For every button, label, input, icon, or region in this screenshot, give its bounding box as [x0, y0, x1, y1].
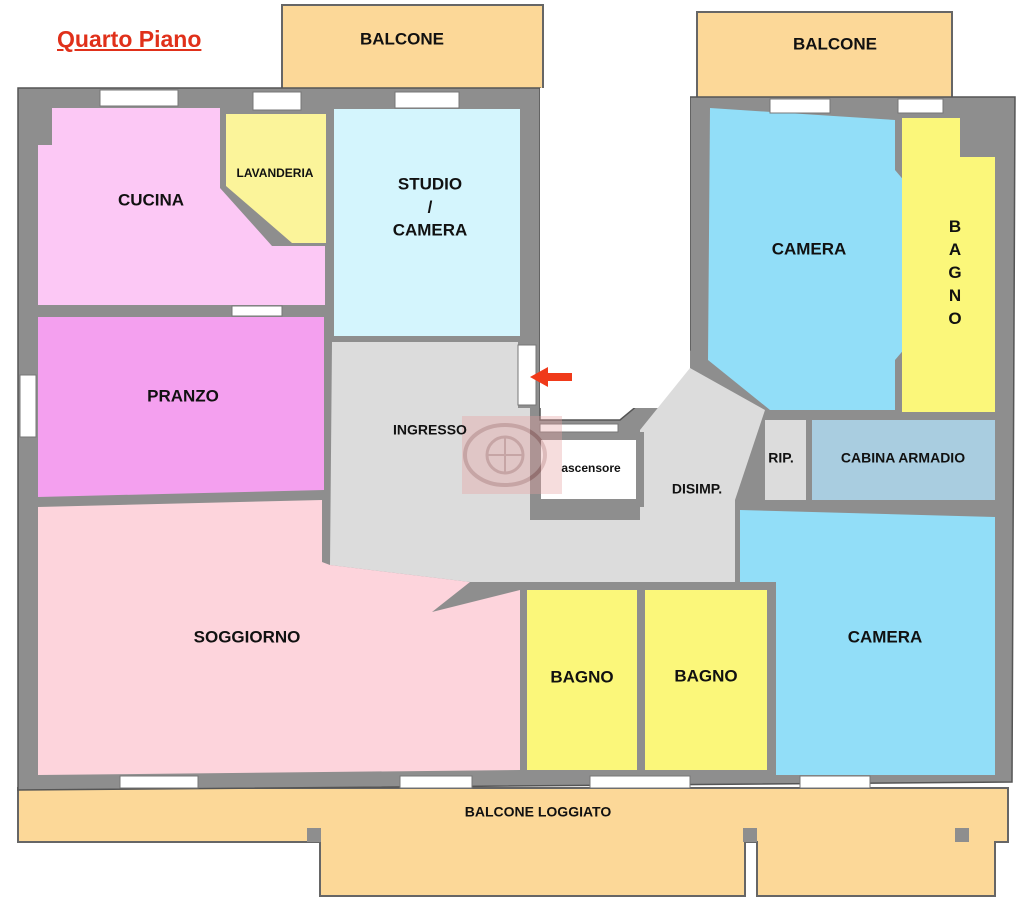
pillar	[955, 828, 969, 842]
label-bagno-right: B A G N O	[945, 215, 965, 330]
letter: G	[948, 263, 962, 282]
label-studio-3: CAMERA	[392, 220, 468, 240]
windows	[19, 89, 944, 789]
label-balcone-top-right: BALCONE	[792, 34, 878, 54]
room-disimp	[640, 368, 765, 582]
room-pranzo	[38, 317, 324, 497]
balcony-top-right	[696, 11, 953, 101]
room-camera-bottom	[740, 510, 995, 775]
pillar	[307, 828, 321, 842]
label-cabina-armadio: CABINA ARMADIO	[840, 449, 966, 466]
label-ascensore: ascensore	[561, 460, 621, 475]
pillar	[743, 828, 757, 842]
label-cucina: CUCINA	[117, 190, 185, 210]
room-rip	[765, 420, 806, 500]
label-pranzo: PRANZO	[147, 386, 219, 406]
label-studio-1: STUDIO	[397, 174, 463, 194]
label-lavanderia: LAVANDERIA	[236, 165, 314, 180]
label-studio-2: /	[427, 197, 433, 217]
room-soggiorno	[38, 500, 520, 775]
room-bagno-2	[645, 590, 767, 770]
room-lavanderia	[226, 114, 326, 243]
label-bagno-1: BAGNO	[550, 667, 614, 687]
room-cucina	[38, 108, 325, 305]
room-camera-top	[708, 108, 912, 410]
room-ascensore	[533, 432, 644, 507]
balcony-top-left	[281, 4, 544, 94]
area-corridor-gap	[540, 88, 690, 408]
letter: O	[948, 309, 962, 328]
label-bagno-2: BAGNO	[674, 666, 738, 686]
label-ingresso: INGRESSO	[393, 421, 467, 438]
label-disimp: DISIMP.	[671, 480, 723, 497]
label-soggiorno: SOGGIORNO	[193, 627, 301, 647]
entrance-arrow-icon	[530, 367, 572, 387]
room-bagno-right	[902, 118, 995, 412]
letter: N	[948, 286, 962, 305]
label-camera-bottom: CAMERA	[847, 627, 923, 647]
letter: A	[948, 240, 962, 259]
room-cabina-armadio	[812, 420, 995, 500]
label-balcone-top-left: BALCONE	[359, 29, 445, 49]
agency-logo-watermark	[462, 416, 562, 494]
room-ingresso	[330, 342, 640, 582]
letter: B	[948, 217, 962, 236]
room-bagno-1	[527, 590, 637, 770]
label-camera-top: CAMERA	[771, 239, 847, 259]
label-rip: RIP.	[768, 449, 794, 466]
room-studio	[334, 109, 520, 336]
floor-title: Quarto Piano	[57, 26, 202, 52]
label-balcone-loggiato: BALCONE LOGGIATO	[464, 803, 612, 820]
